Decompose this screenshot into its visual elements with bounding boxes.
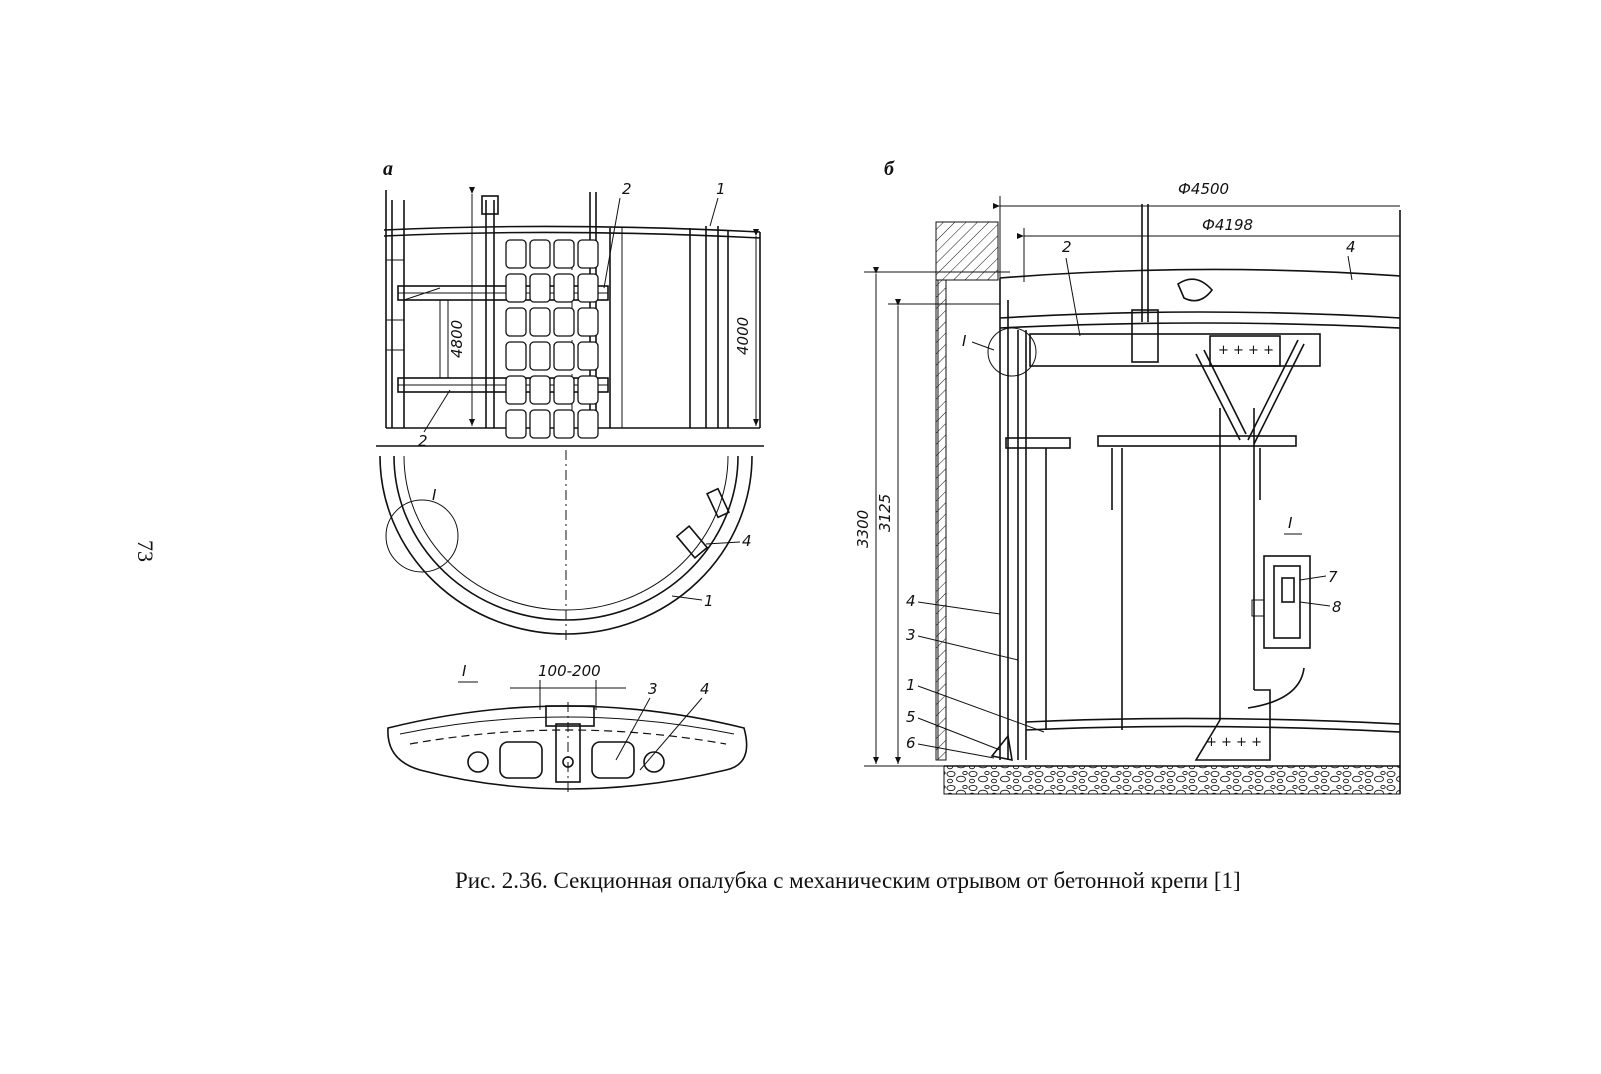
label-2-bottom: 2	[418, 432, 428, 450]
detail-I-callout-circle	[385, 499, 459, 573]
detail-I-callout-circle-b	[987, 327, 1037, 377]
svg-text:+ + + +: + + + +	[1218, 343, 1274, 358]
dim-4000: 4000	[734, 229, 759, 426]
detail-I-marker-a: I	[432, 486, 437, 504]
label-8: 8	[1332, 598, 1342, 616]
label-4-plan: 4	[742, 532, 752, 550]
svg-text:4000: 4000	[734, 317, 752, 355]
formwork-cell	[553, 307, 575, 337]
formwork-cell	[529, 375, 551, 405]
formwork-cell	[505, 239, 527, 269]
formwork-cell	[505, 273, 527, 303]
dim-diameter-4198: Ф4198	[1202, 216, 1253, 234]
ground-gravel	[943, 765, 1401, 795]
formwork-cell	[553, 409, 575, 439]
panel-b-letter: б	[884, 158, 895, 180]
label-4-detail: 4	[700, 680, 710, 698]
panel-a-detail-I: I 100-200	[387, 662, 748, 794]
formwork-cell	[529, 239, 551, 269]
detail-I-title-b: I	[1288, 514, 1293, 532]
formwork-cell	[505, 307, 527, 337]
formwork-cell	[577, 273, 599, 303]
label-3-b: 3	[906, 626, 916, 644]
panel-b: б Ф4500 Ф4198 3300 3125	[854, 158, 1401, 795]
formwork-cell	[505, 341, 527, 371]
formwork-cell	[529, 341, 551, 371]
label-5-b: 5	[906, 708, 916, 726]
formwork-cell	[577, 409, 599, 439]
dim-100-200: 100-200	[538, 662, 601, 680]
dim-4800: 4800	[448, 187, 475, 426]
detail-I-title-a: I	[462, 662, 467, 680]
formwork-cell	[577, 307, 599, 337]
dim-height-3125: 3125	[876, 494, 894, 532]
formwork-cell	[529, 409, 551, 439]
label-3-detail: 3	[648, 680, 658, 698]
detail-I-marker-b: I	[962, 332, 967, 350]
dim-diameter-4500: Ф4500	[1178, 180, 1229, 198]
panel-b-detail-I: I	[1251, 514, 1311, 649]
figure-caption: Рис. 2.36. Секционная опалубка с механич…	[455, 868, 1241, 893]
formwork-cell-grid	[505, 239, 599, 439]
label-4-top-b: 4	[1346, 238, 1356, 256]
formwork-cell	[505, 375, 527, 405]
label-2-top: 2	[622, 180, 632, 198]
label-1-b: 1	[906, 676, 916, 694]
panel-a-letter: а	[383, 158, 393, 180]
formwork-cell	[529, 307, 551, 337]
label-1-top: 1	[716, 180, 726, 198]
label-6-b: 6	[906, 734, 916, 752]
formwork-cell	[529, 273, 551, 303]
formwork-cell	[577, 341, 599, 371]
label-7: 7	[1328, 568, 1338, 586]
svg-text:4800: 4800	[448, 320, 466, 358]
formwork-cell	[553, 375, 575, 405]
panel-a: а	[376, 158, 764, 794]
svg-text:+ + + +: + + + +	[1206, 735, 1262, 750]
label-4-side-b: 4	[906, 592, 916, 610]
formwork-cell	[553, 341, 575, 371]
formwork-cell	[553, 239, 575, 269]
panel-a-plan	[379, 450, 753, 640]
formwork-cell	[577, 239, 599, 269]
rock-wall-side	[935, 279, 947, 761]
formwork-cell	[505, 409, 527, 439]
formwork-cell	[577, 375, 599, 405]
label-2-b: 2	[1062, 238, 1072, 256]
dim-height-3300: 3300	[854, 510, 872, 548]
label-1-plan: 1	[704, 592, 714, 610]
formwork-cell	[553, 273, 575, 303]
rock-wall-top	[935, 221, 999, 281]
